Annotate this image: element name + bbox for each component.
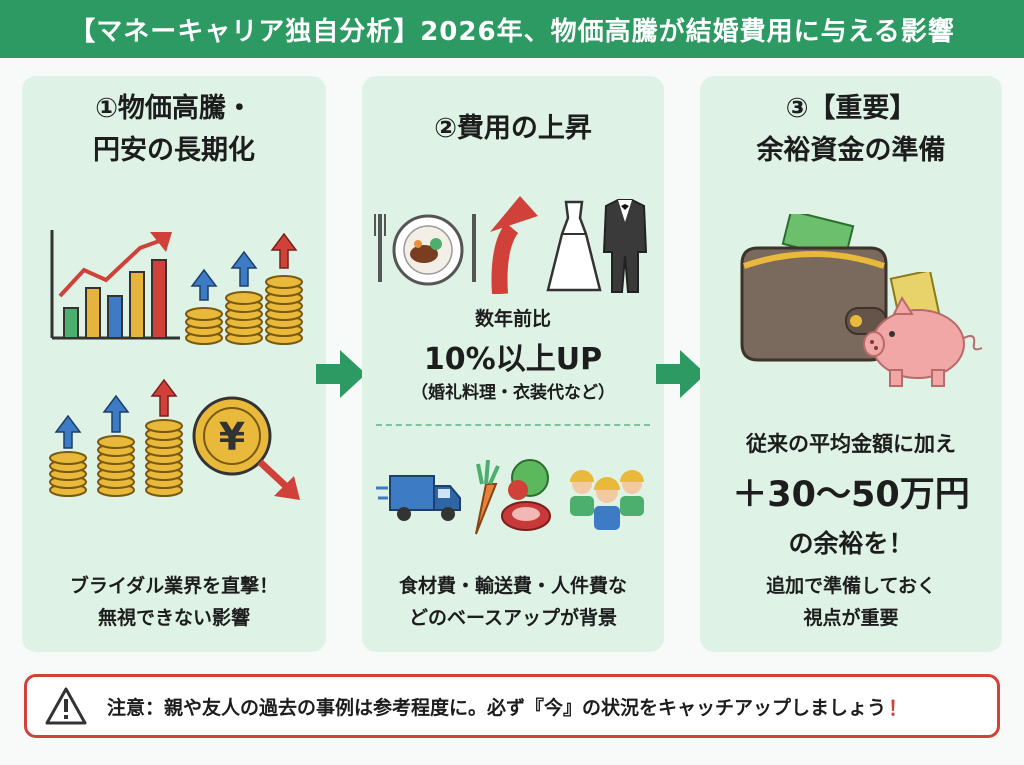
truck-icon [376, 475, 461, 521]
card-reserve-caption-line1: 追加で準備しておく [766, 575, 936, 597]
reserve-line3: の余裕を！ [788, 529, 914, 558]
piggy-bank-icon [863, 272, 983, 387]
card-cost-rise-caption-line2: どのベースアップが背景 [408, 607, 618, 629]
rising-bar-chart-icon [50, 230, 180, 340]
card-inflation-caption-line1: ブライダル業界を直撃！ [69, 575, 279, 597]
flow-arrow-1 [316, 350, 366, 398]
card-inflation: ①物価高騰・ 円安の長期化 [22, 76, 326, 652]
tuxedo-icon [602, 199, 648, 293]
card-reserve-funds: ③【重要】 余裕資金の準備 従来の平均金額に加え ＋30〜50万円 の余裕を！ … [700, 76, 1002, 652]
food-plate-icon [374, 214, 476, 286]
card-reserve-caption-line2: 視点が重要 [803, 607, 899, 629]
card-reserve-heading-line2: 余裕資金の準備 [756, 135, 946, 166]
reserve-amount: ＋30〜50万円 [732, 475, 970, 515]
notice-box: 注意：親や友人の過去の事例は参考程度に。必ず『今』の状況をキャッチアップしましょ… [24, 674, 1000, 738]
reserve-line1: 従来の平均金額に加え [746, 432, 956, 456]
up-arrow-icon [490, 196, 538, 294]
card-cost-rise-caption-line1: 食材費・輸送費・人件費な [398, 575, 627, 597]
coin-stacks-up-icon [49, 378, 183, 497]
card-inflation-heading-line1: ①物価高騰・ [95, 93, 253, 124]
notice-text: 注意：親や友人の過去の事例は参考程度に。必ず『今』の状況をキャッチアップしましょ… [107, 696, 887, 719]
stat-note: （婚礼料理・衣装代など） [411, 383, 615, 403]
svg-text:¥: ¥ [219, 415, 245, 459]
vegetables-icon [475, 459, 551, 535]
page-title: 【マネーキャリア独自分析】2026年、物価高騰が結婚費用に与える影響 [0, 0, 1024, 58]
card-cost-rise-heading: ②費用の上昇 [434, 113, 592, 144]
card-cost-rise: ②費用の上昇 数年前比 10%以上UP （婚礼料理・衣装代など） [362, 76, 664, 652]
divider [376, 424, 650, 426]
stat-prefix: 数年前比 [474, 308, 551, 330]
coin-stacks-up-icon [185, 232, 303, 345]
flow-arrow-2 [656, 350, 706, 398]
wedding-dress-icon [546, 200, 602, 292]
card-inflation-caption-line2: 無視できない影響 [97, 607, 250, 629]
stat-value: 10%以上UP [423, 342, 603, 377]
card-reserve-heading-line1: ③【重要】 [785, 93, 917, 124]
wallet-icon [740, 214, 888, 362]
card-inflation-heading-line2: 円安の長期化 [93, 135, 255, 166]
warning-icon [45, 687, 87, 725]
notice-mark: ！ [888, 695, 909, 720]
yen-down-icon: ¥ [192, 396, 300, 500]
workers-icon [570, 470, 644, 530]
